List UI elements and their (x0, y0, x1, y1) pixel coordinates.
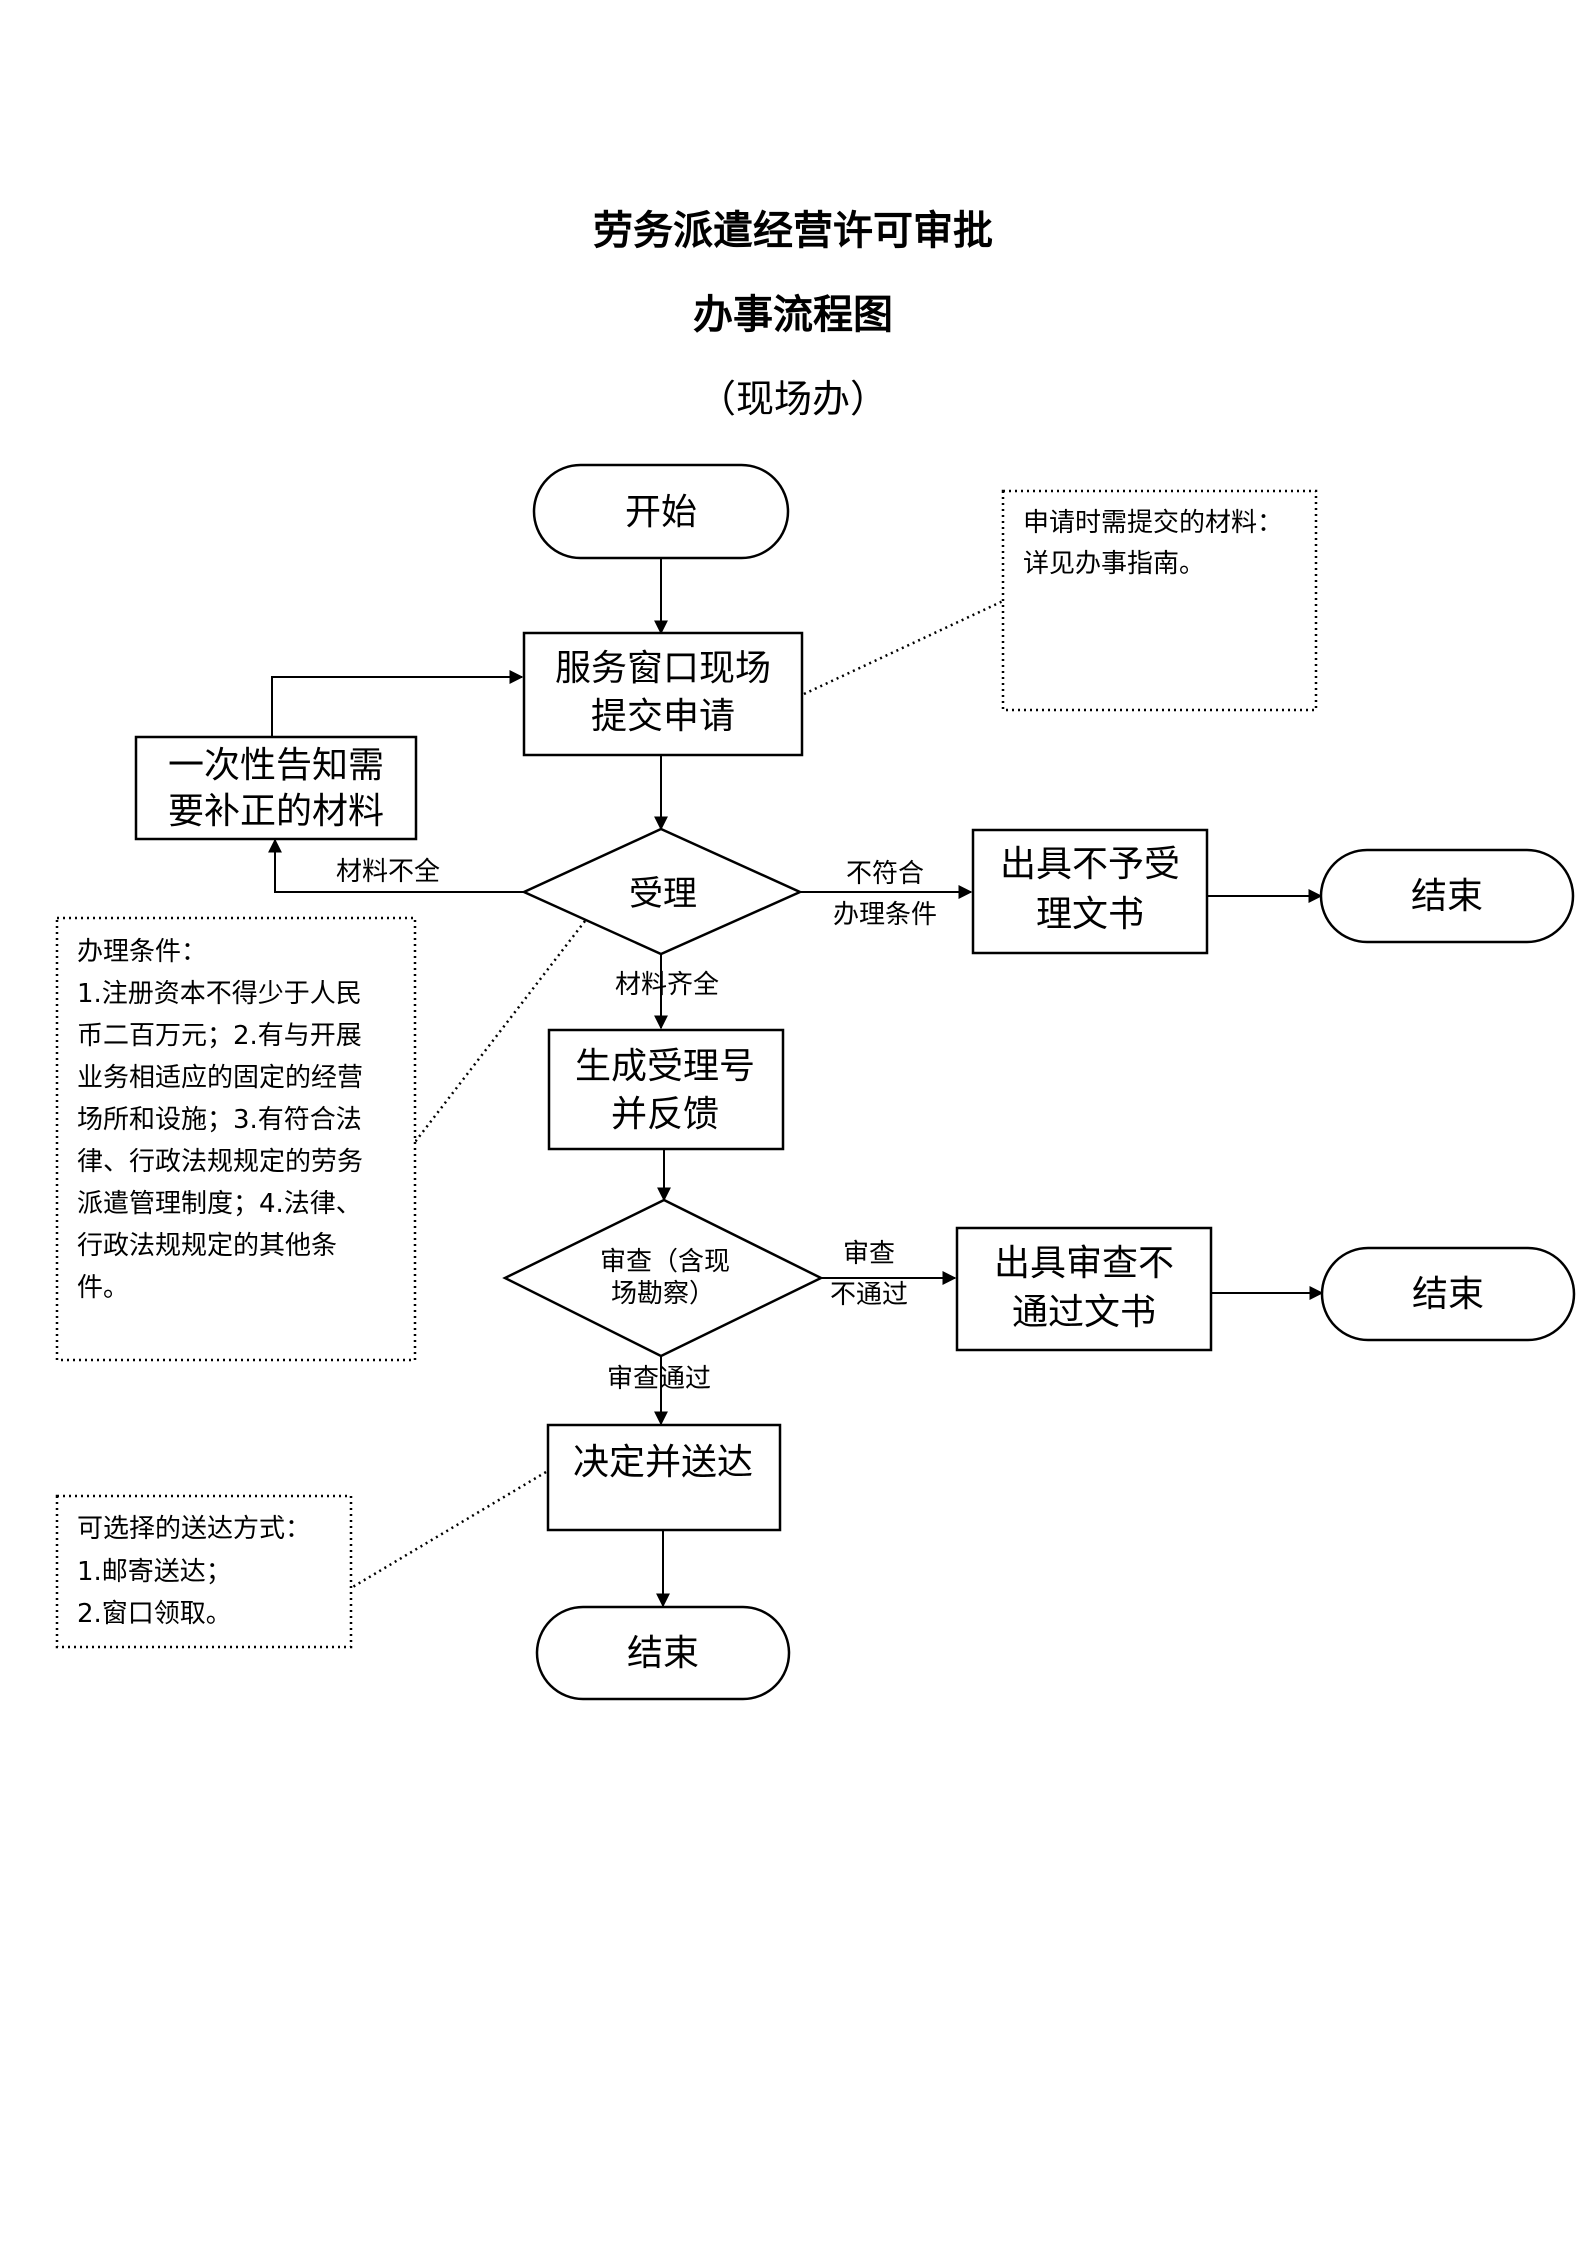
edge-accept-supplement (268, 838, 524, 893)
note-conditions-line-3: 币二百万元；2.有与开展 (77, 1021, 362, 1051)
title-line1: 劳务派遣经营许可审批 (593, 207, 993, 254)
node-supplement (134, 735, 418, 841)
note-delivery-line-3: 2.窗口领取。 (77, 1599, 232, 1629)
node-supplement-label-1: 一次性告知需 (168, 745, 384, 786)
title-line2: 办事流程图 (693, 291, 893, 338)
node-review (502, 1198, 824, 1358)
node-reject-doc (971, 828, 1209, 955)
node-start (532, 463, 790, 560)
node-end3 (535, 1605, 791, 1701)
connector-decide-delivery-note (350, 1470, 547, 1590)
note-conditions-text: 办理条件： 1.注册资本不得少于人民 币二百万元；2.有与开展 业务相适应的固定… (77, 937, 363, 1303)
node-generate-label-2: 并反馈 (611, 1094, 719, 1135)
connector-accept-conditions-note (414, 920, 586, 1143)
node-accept-label: 受理 (629, 874, 697, 914)
edge-label-review-pass: 审查通过 (607, 1364, 711, 1394)
title-line3: （现场办） (698, 377, 888, 421)
node-end2-label: 结束 (1412, 1274, 1484, 1315)
note-delivery (55, 1494, 353, 1649)
node-fail-doc-label-2: 通过文书 (1012, 1292, 1156, 1333)
note-conditions-line-5: 场所和设施；3.有符合法 (77, 1105, 362, 1135)
node-decide-label: 决定并送达 (573, 1442, 753, 1483)
node-review-label-1: 审查（含现 (600, 1247, 730, 1277)
node-review-label-2: 场勘察） (611, 1279, 715, 1309)
node-end1 (1319, 848, 1575, 944)
edge-label-review-fail-1: 审查 (843, 1239, 895, 1269)
edge-label-incomplete: 材料不全 (336, 857, 440, 887)
node-submit (522, 631, 804, 757)
note-conditions-line-4: 业务相适应的固定的经营 (77, 1063, 363, 1093)
note-conditions-line-7: 派遣管理制度；4.法律、 (77, 1189, 362, 1219)
note-conditions-line-8: 行政法规规定的其他条 (77, 1231, 337, 1261)
node-submit-label-1: 服务窗口现场 (555, 648, 771, 689)
note-delivery-line-2: 1.邮寄送达； (77, 1557, 232, 1587)
node-reject-doc-label-1: 出具不予受 (1000, 844, 1180, 885)
note-delivery-line-1: 可选择的送达方式： (77, 1514, 311, 1544)
edge-label-complete: 材料齐全 (615, 970, 719, 1000)
node-submit-label-2: 提交申请 (591, 696, 735, 737)
node-end2 (1320, 1246, 1576, 1342)
connector-submit-materials-note (803, 599, 1004, 696)
node-fail-doc (955, 1226, 1213, 1352)
node-start-label: 开始 (625, 492, 697, 533)
note-conditions-line-9: 件。 (77, 1273, 129, 1303)
note-conditions-line-1: 办理条件： (77, 937, 207, 967)
note-conditions (55, 916, 417, 1362)
node-accept (520, 827, 804, 956)
node-reject-doc-label-2: 理文书 (1036, 894, 1144, 935)
edge-label-review-fail-2: 不通过 (830, 1280, 908, 1310)
node-supplement-label-2: 要补正的材料 (168, 791, 384, 832)
edge-label-not-meet-2: 办理条件 (833, 900, 937, 930)
edge-label-not-meet-1: 不符合 (846, 859, 924, 889)
note-conditions-line-6: 律、行政法规规定的劳务 (77, 1147, 363, 1177)
note-conditions-line-2: 1.注册资本不得少于人民 (77, 979, 362, 1009)
edge-supplement-submit (271, 670, 524, 737)
node-fail-doc-label-1: 出具审查不 (994, 1243, 1174, 1284)
node-decide (546, 1423, 782, 1532)
note-materials (1001, 489, 1318, 712)
node-generate-label-1: 生成受理号 (575, 1046, 755, 1087)
note-materials-line-2: 详见办事指南。 (1023, 549, 1205, 579)
node-end3-label: 结束 (627, 1633, 699, 1674)
node-generate (547, 1028, 785, 1151)
note-materials-line-1: 申请时需提交的材料： (1023, 508, 1283, 538)
node-end1-label: 结束 (1411, 876, 1483, 917)
